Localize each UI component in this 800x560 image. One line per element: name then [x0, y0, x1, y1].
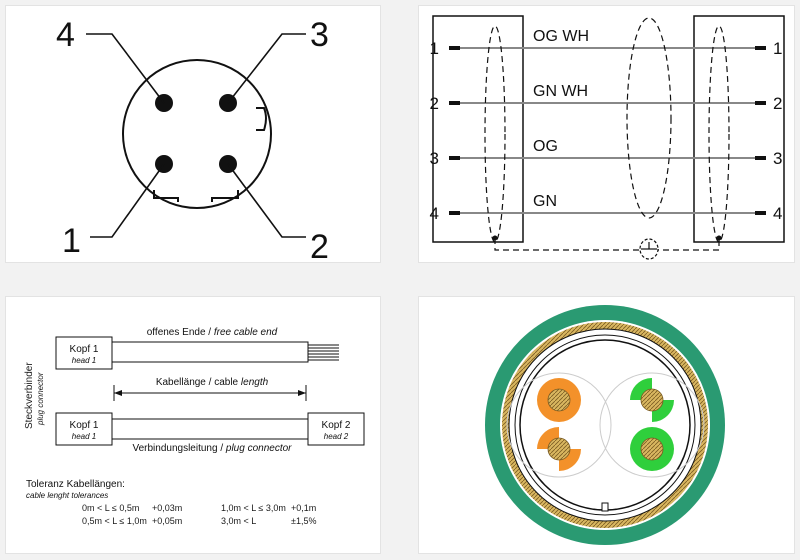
- bottom-cable: [111, 418, 309, 440]
- connection-label: Verbindungsleitung / plug connector: [132, 443, 292, 454]
- right-pin-label-4: 4: [773, 204, 782, 223]
- cross-section-diagram: [485, 305, 725, 545]
- left-connector-box: [432, 15, 524, 243]
- middle-shield: [626, 17, 672, 219]
- side-label-en: plug connector: [36, 372, 45, 426]
- tolerance-value-3: ±1,5%: [291, 516, 316, 526]
- free-end-label: offenes Ende / free cable end: [147, 327, 278, 338]
- wire-label-2: GN WH: [533, 83, 588, 100]
- left-pin-label-1: 1: [430, 39, 439, 58]
- core-green-white-conductor: [640, 388, 664, 412]
- free-end-de: offenes Ende /: [147, 327, 212, 338]
- foil-layer-3: [519, 339, 691, 511]
- wire-label-4: GN: [533, 193, 557, 210]
- head1-de: Kopf 1: [70, 344, 99, 355]
- tolerance-title: Toleranz Kabellängen:: [26, 479, 125, 490]
- right-pin-label-1: 1: [773, 39, 782, 58]
- top-cable: [111, 341, 309, 363]
- tolerance-range-1: 0,5m < L ≤ 1,0m: [82, 516, 147, 526]
- assembly-diagram: Steckverbinder plug connector Kopf 1 hea…: [24, 327, 365, 526]
- free-end-en: free cable end: [214, 327, 278, 338]
- pair-orange-outline: [506, 372, 612, 478]
- tolerance-range-2: 1,0m < L ≤ 3,0m: [221, 503, 286, 513]
- left-drain-dot: [492, 235, 498, 241]
- leader-3: [227, 33, 306, 104]
- free-cable-end: [308, 344, 339, 361]
- tolerance-subtitle: cable lenght tolerances: [26, 491, 108, 500]
- wire-label-1: OG WH: [533, 28, 589, 45]
- pin-label-4: 4: [56, 16, 75, 54]
- head1b-en: head 1: [72, 432, 96, 441]
- right-connector-box: [693, 15, 785, 243]
- pin-label-1: 1: [62, 222, 81, 260]
- connection-en: plug connector: [225, 443, 292, 454]
- pinout-diagram: 4 3 1 2: [56, 16, 329, 266]
- pair-green-outline: [599, 372, 705, 478]
- head2-box: [307, 412, 365, 446]
- right-drain-dot: [716, 235, 722, 241]
- drain-wire: [601, 502, 609, 512]
- assembly-panel: Steckverbinder plug connector Kopf 1 hea…: [5, 296, 381, 554]
- core-green-conductor: [640, 437, 664, 461]
- length-arrow-right: [298, 390, 306, 396]
- pin-label-3: 3: [310, 16, 329, 54]
- head1-en: head 1: [72, 356, 96, 365]
- tolerance-value-1: +0,05m: [152, 516, 182, 526]
- left-pin-label-4: 4: [430, 204, 439, 223]
- tolerance-range-3: 3,0m < L: [221, 516, 256, 526]
- wiring-panel: 1 1 OG WH 2 2 GN WH 3 3 OG 4 4 GN: [418, 5, 795, 263]
- wire-label-3: OG: [533, 138, 558, 155]
- connection-de: Verbindungsleitung /: [132, 443, 223, 454]
- right-pin-label-3: 3: [773, 149, 782, 168]
- connector-face: [122, 59, 272, 209]
- head1b-box: [55, 412, 113, 446]
- length-en: length: [241, 377, 269, 388]
- left-shield: [484, 25, 506, 243]
- side-label-de: Steckverbinder: [24, 362, 35, 429]
- cross-section-panel: [418, 296, 795, 554]
- right-pin-label-2: 2: [773, 94, 782, 113]
- pin-label-2: 2: [310, 228, 329, 264]
- length-arrow-left: [114, 390, 122, 396]
- wiring-diagram: 1 1 OG WH 2 2 GN WH 3 3 OG 4 4 GN: [430, 15, 785, 260]
- length-de: Kabellänge / cable: [156, 377, 239, 388]
- length-label: Kabellänge / cable length: [156, 377, 269, 388]
- leader-1: [90, 163, 165, 238]
- core-orange-conductor: [547, 388, 571, 412]
- head2-de: Kopf 2: [322, 420, 351, 431]
- tolerance-range-0: 0m < L ≤ 0,5m: [82, 503, 139, 513]
- leader-2: [227, 163, 306, 238]
- left-pin-label-3: 3: [430, 149, 439, 168]
- coding-key: [256, 107, 267, 131]
- shield-drain: [494, 238, 720, 251]
- tolerance-value-0: +0,03m: [152, 503, 182, 513]
- head2-en: head 2: [324, 432, 349, 441]
- pinout-panel: 4 3 1 2: [5, 5, 381, 266]
- core-orange-white-conductor: [547, 437, 571, 461]
- tolerance-value-2: +0,1m: [291, 503, 316, 513]
- leader-4: [86, 33, 165, 104]
- right-shield: [708, 25, 730, 243]
- left-pin-label-2: 2: [430, 94, 439, 113]
- bottom-notch: [153, 190, 239, 202]
- head1-box: [55, 336, 113, 370]
- head1b-de: Kopf 1: [70, 420, 99, 431]
